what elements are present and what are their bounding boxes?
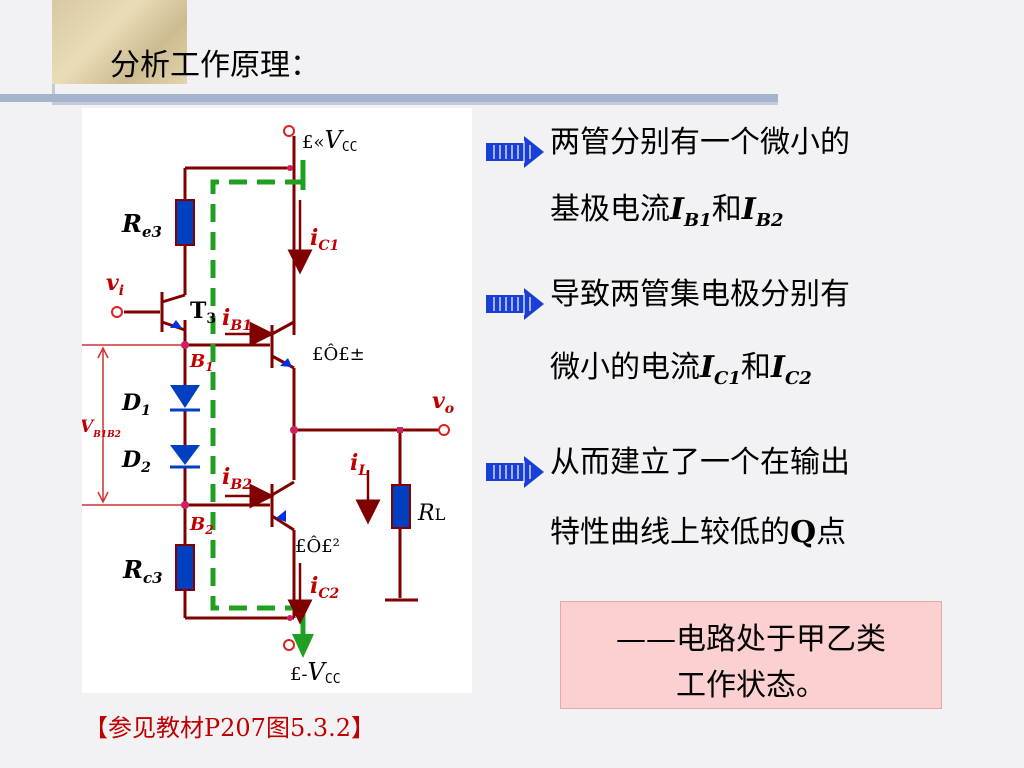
slide-title: 分析工作原理： (110, 48, 320, 83)
vb-dimension (76, 344, 185, 506)
d1-label: D1 (121, 390, 151, 419)
b1-label: B1 (189, 351, 214, 374)
t2-emitter-arrow (276, 510, 286, 522)
ib2-label: iB2 (222, 464, 252, 493)
title-rule-vertical (52, 84, 55, 102)
re3-resistor (175, 199, 195, 246)
current-arrows (225, 200, 381, 625)
vcc-minus-label: £-VCC (290, 658, 341, 687)
b2-label: B2 (189, 514, 214, 537)
junction-nodes (181, 165, 403, 621)
rl-resistor (391, 484, 411, 529)
circuit-diagram: £«VCC £-VCC Re3 Rc3 vi vo T3 iB1 iB2 iC1… (76, 108, 472, 693)
bullet-1-line-2: 基极电流IB1和IB2 (550, 192, 784, 231)
ic2-label: iC2 (310, 573, 340, 602)
t1-emitter-arrow (280, 358, 292, 367)
il-label: iL (350, 450, 368, 479)
t3-emitter-arrow (170, 320, 182, 328)
title-rule (0, 94, 778, 102)
vcc-plus-label: £«VCC (302, 126, 357, 155)
note-box: ——电路处于甲乙类 工作状态。 (560, 601, 942, 709)
t1-label: £Ô£± (312, 342, 365, 365)
bullet-2-line-1: 导致两管集电极分别有 (550, 277, 850, 312)
rc3-label: Rc3 (122, 555, 163, 587)
green-signal-path (210, 179, 303, 611)
arrow-bullet-icon-2 (484, 287, 546, 325)
vo-label: vo (432, 388, 454, 417)
bullet-1-line-1: 两管分别有一个微小的 (550, 125, 850, 160)
vi-label: vi (106, 270, 124, 299)
d2-diode (170, 445, 200, 469)
green-arrow-down (292, 634, 314, 658)
terminals (111, 125, 450, 651)
bullet-2-line-2: 微小的电流IC1和IC2 (550, 350, 812, 389)
t2-label: £Ô£² (295, 534, 340, 557)
title-rule-thin (52, 102, 778, 105)
bullet-3-line-1: 从而建立了一个在输出 (550, 445, 850, 480)
t3-label: T3 (190, 298, 216, 327)
ic1-label: iC1 (310, 225, 339, 254)
rc3-resistor (175, 544, 195, 591)
note-line-1: ——电路处于甲乙类 (616, 622, 886, 657)
title-texture (52, 0, 187, 84)
vb1b2-label: VB1B2 (82, 417, 121, 440)
ib1-label: iB1 (222, 305, 252, 334)
reference-text: 【参见教材P207图5.3.2】 (84, 714, 376, 742)
bullet-3-line-2: 特性曲线上较低的Q点 (550, 515, 847, 550)
note-line-2: 工作状态。 (676, 668, 826, 703)
d1-diode (170, 385, 200, 412)
re3-label: Re3 (121, 209, 162, 241)
arrow-bullet-icon-1 (484, 135, 546, 173)
arrow-bullet-icon-3 (484, 455, 546, 493)
circuit-svg: £«VCC £-VCC Re3 Rc3 vi vo T3 iB1 iB2 iC1… (76, 125, 454, 687)
circuit-wires (124, 136, 440, 620)
d2-label: D2 (121, 447, 151, 476)
rl-label: RL (417, 501, 446, 526)
